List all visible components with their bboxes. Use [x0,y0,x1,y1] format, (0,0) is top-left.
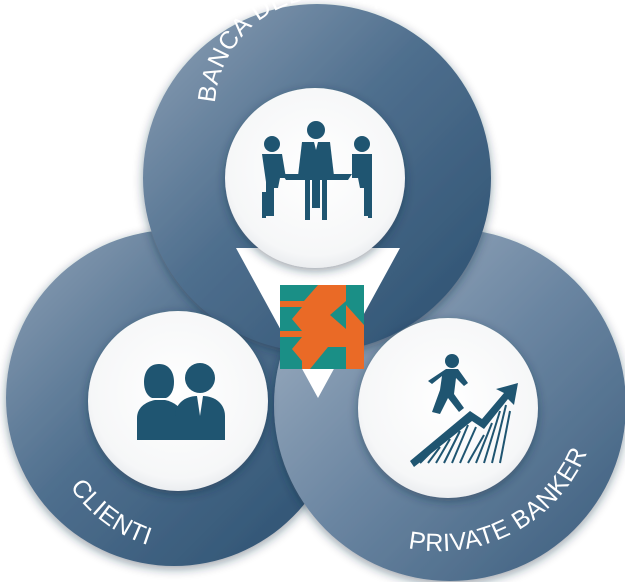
inner-circle-right [358,318,538,498]
inner-circle-left [88,311,268,491]
business-meeting-icon [262,121,372,220]
clients-people-icon [137,363,225,440]
growth-climber-icon [410,354,518,467]
bank-logo-icon [280,285,364,369]
